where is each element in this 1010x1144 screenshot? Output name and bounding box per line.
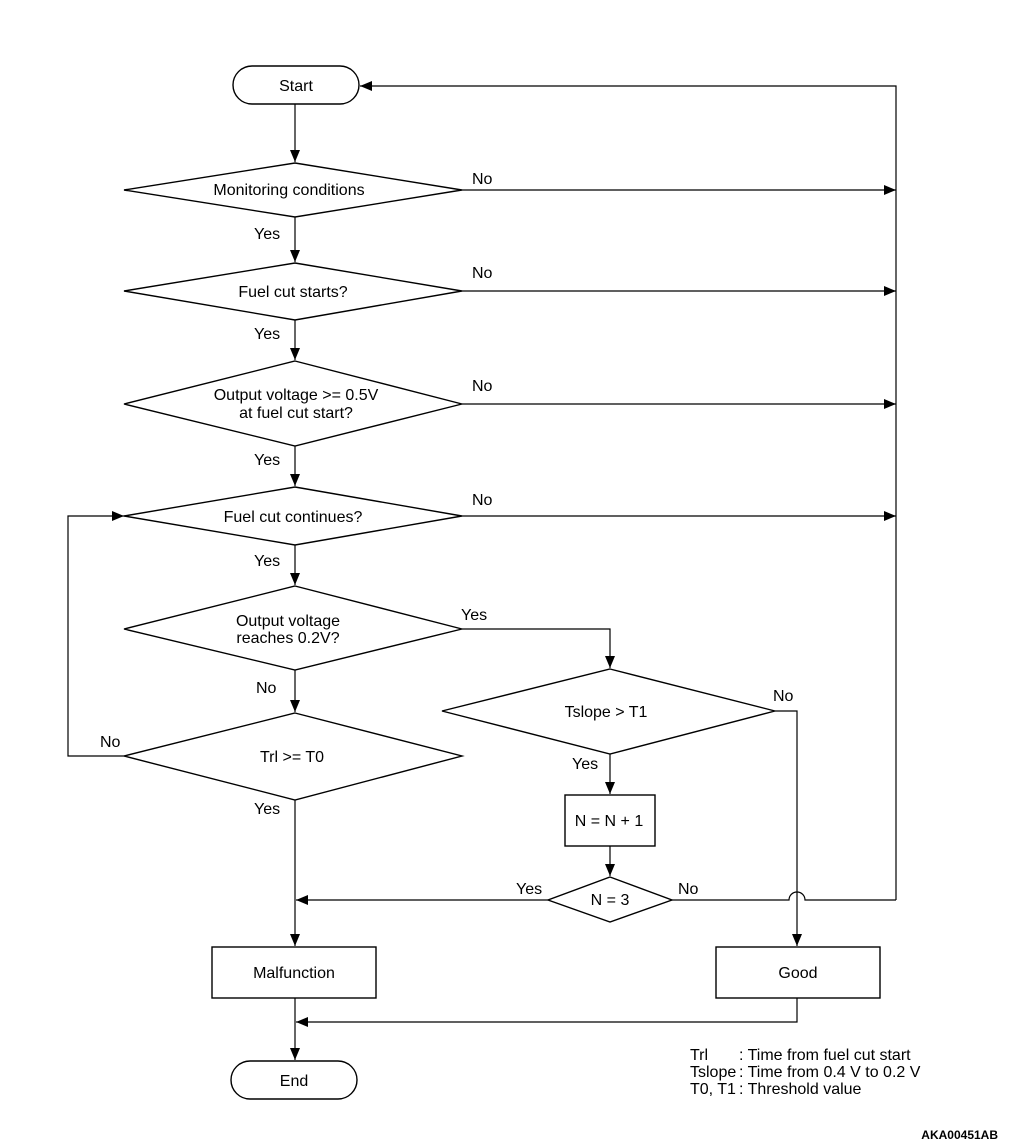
n-check-yes-label: Yes (516, 881, 542, 898)
tslope-label: Tslope > T1 (565, 704, 648, 721)
counter-label: N = N + 1 (575, 813, 644, 830)
legend-term-tslope: Tslope (690, 1064, 736, 1081)
start-label: Start (279, 78, 313, 95)
legend: Trl : Time from fuel cut start Tslope : … (690, 1047, 921, 1098)
n-check-no-label: No (678, 881, 699, 898)
figure-code: AKA00451AB (921, 1128, 998, 1142)
tslope-yes-label: Yes (572, 756, 598, 773)
good-label: Good (778, 965, 817, 982)
output-voltage-yes-label: Yes (254, 452, 280, 469)
shapes (123, 65, 881, 1100)
output-voltage-label-2: at fuel cut start? (239, 405, 353, 422)
trl-no-label: No (100, 734, 121, 751)
fuel-cut-continues-no-label: No (472, 492, 493, 509)
legend-desc-tslope: : Time from 0.4 V to 0.2 V (739, 1064, 921, 1081)
connector-trl-no-loop (67, 511, 125, 757)
legend-desc-thresholds: : Threshold value (739, 1081, 862, 1098)
output-voltage-no-label: No (472, 378, 493, 395)
fuel-cut-starts-no-label: No (472, 265, 493, 282)
start-terminal (232, 65, 360, 105)
tslope-decision (441, 668, 776, 755)
output-voltage-label-1: Output voltage >= 0.5V (214, 387, 379, 404)
branch-labels: No Yes No Yes No Yes No Yes Yes No No Ye… (100, 171, 794, 898)
good-box (715, 946, 881, 999)
fuel-cut-continues-yes-label: Yes (254, 553, 280, 570)
reaches-yes-label: Yes (461, 607, 487, 624)
trl-decision (123, 712, 465, 801)
node-labels: Start Monitoring conditions Fuel cut sta… (213, 78, 817, 1090)
legend-term-thresholds: T0, T1 (690, 1081, 736, 1098)
fuel-cut-starts-label: Fuel cut starts? (238, 284, 347, 301)
monitoring-label: Monitoring conditions (213, 182, 364, 199)
reaches-no-label: No (256, 680, 277, 697)
fuel-cut-continues-label: Fuel cut continues? (224, 509, 363, 526)
connector-ncheck-no (672, 891, 896, 901)
reaches-label-1: Output voltage (236, 613, 340, 630)
tslope-no-label: No (773, 688, 794, 705)
monitoring-yes-label: Yes (254, 226, 280, 243)
connector-return-to-start (360, 81, 897, 900)
output-voltage-decision (123, 360, 463, 447)
fuel-cut-continues-decision (123, 486, 463, 546)
legend-desc-trl: : Time from fuel cut start (739, 1047, 911, 1064)
trl-label: Trl >= T0 (260, 749, 324, 766)
reaches-label-2: reaches 0.2V? (236, 630, 339, 647)
n-check-label: N = 3 (591, 892, 630, 909)
end-terminal (230, 1060, 358, 1100)
trl-yes-label: Yes (254, 801, 280, 818)
malfunction-box (211, 946, 377, 999)
fuel-cut-starts-yes-label: Yes (254, 326, 280, 343)
monitoring-decision (123, 162, 463, 218)
connector-tslope-no (775, 710, 802, 946)
connector-good-to-end (296, 998, 798, 1027)
malfunction-label: Malfunction (253, 965, 335, 982)
fuel-cut-starts-decision (123, 262, 463, 321)
legend-term-trl: Trl (690, 1047, 708, 1064)
end-label: End (280, 1073, 308, 1090)
n-check-decision (545, 876, 675, 923)
connectors (67, 81, 897, 1060)
connector-reaches-yes (462, 628, 615, 668)
reaches-decision (123, 585, 463, 671)
monitoring-no-label: No (472, 171, 493, 188)
counter-process (564, 794, 656, 847)
